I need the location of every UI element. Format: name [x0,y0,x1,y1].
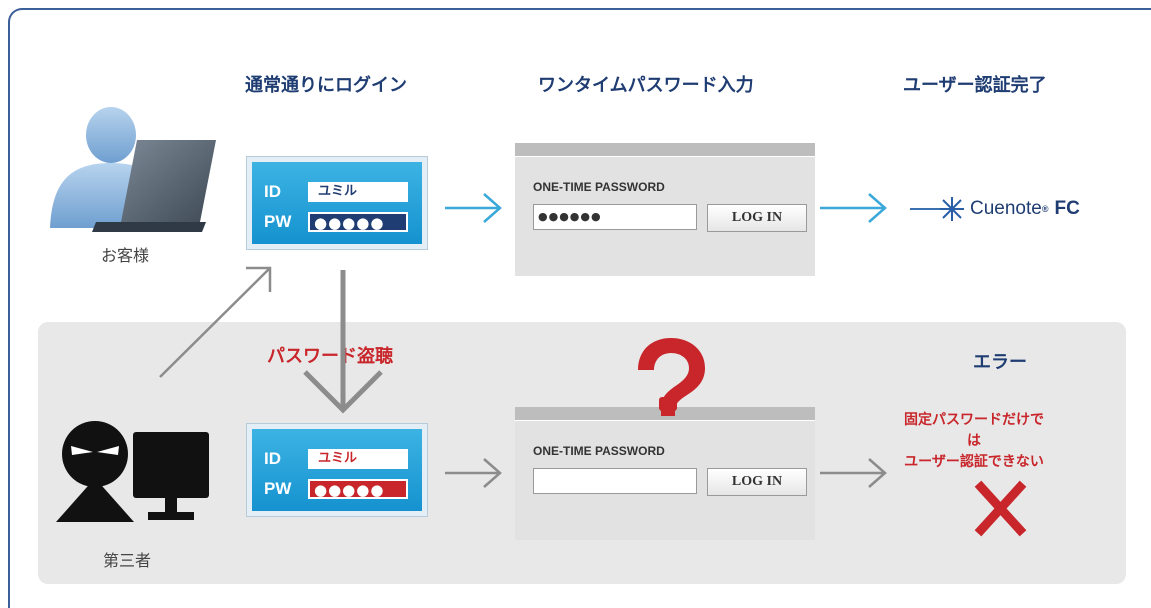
login-button[interactable]: LOG IN [707,204,807,232]
pw-label: PW [264,479,292,498]
login-button[interactable]: LOG IN [707,468,807,496]
masked-person-with-monitor-icon [56,421,209,522]
id-label: ID [264,182,281,201]
question-mark-icon [638,338,705,416]
registered-mark: ® [1041,204,1049,214]
error-message: 固定パスワードだけでは ユーザー認証できない [904,412,1044,470]
credential-card-normal: ID ユミル PW ●●●●● [247,157,427,249]
error-title: エラー [973,352,1027,373]
diagram-frame [8,8,1151,608]
pw-value: ●●●●● [308,212,408,232]
otp-panel-normal: ONE-TIME PASSWORD ●●●●●● LOG IN [515,143,815,276]
user-with-laptop-icon [50,107,216,232]
third-party-caption: 第三者 [103,551,152,570]
arrow-icon [445,193,887,223]
step-login-heading: 通常通りにログイン [245,75,407,96]
brand-name: Cuenote [970,198,1042,219]
pw-value: ●●●●● [308,479,408,499]
otp-input-field[interactable]: ●●●●●● [533,204,697,230]
credential-card-stolen: ID ユミル PW ●●●●● [247,424,427,516]
customer-caption: お客様 [101,246,150,265]
step-complete-heading: ユーザー認証完了 [903,75,1047,96]
otp-title: ONE-TIME PASSWORD [533,444,665,458]
id-value: ユミル [308,449,408,469]
brand-suffix: FC [1054,198,1080,219]
otp-panel-attack: ONE-TIME PASSWORD LOG IN [515,407,815,540]
arrow-icon [159,266,887,488]
otp-title: ONE-TIME PASSWORD [533,180,665,194]
pw-label: PW [264,212,292,231]
red-x-icon [974,480,1027,537]
otp-input-field[interactable] [533,468,697,494]
cuenote-fc-logo: Cuenote® FC [910,194,1080,224]
id-value: ユミル [308,182,408,202]
step-otp-heading: ワンタイムパスワード入力 [538,75,754,96]
eavesdrop-label: パスワード盗聴 [267,346,393,367]
id-label: ID [264,449,281,468]
cuenote-star-icon [910,197,964,221]
eavesdrop-arrow-icon [303,270,383,414]
